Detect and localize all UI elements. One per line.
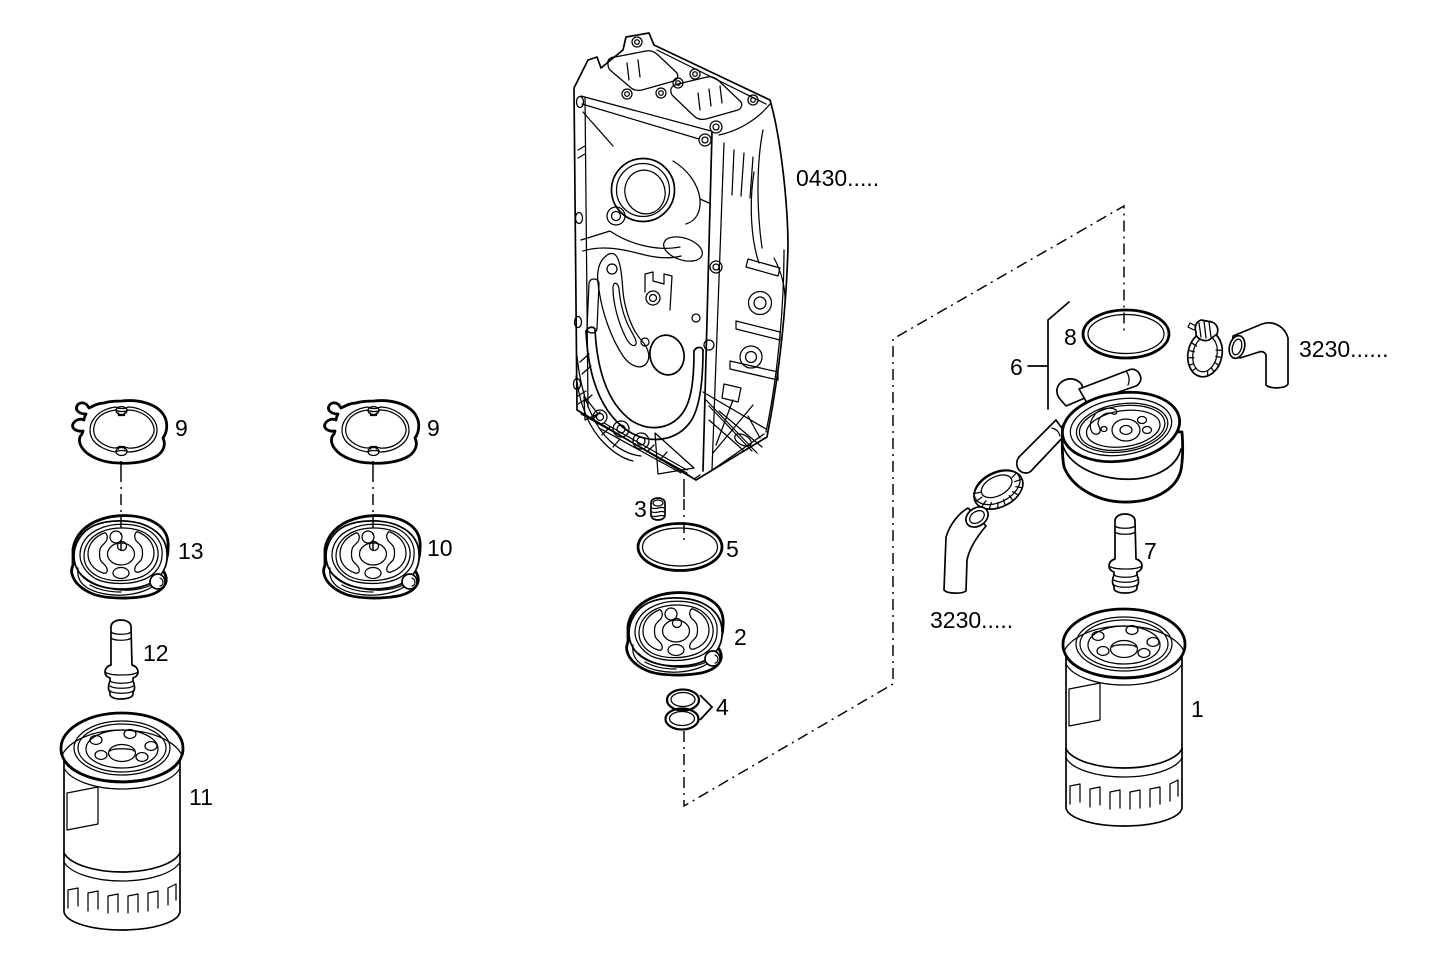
svg-text:10: 10 [427, 535, 453, 561]
svg-text:9: 9 [427, 415, 440, 441]
svg-text:12: 12 [143, 640, 169, 666]
svg-text:3: 3 [634, 496, 647, 522]
svg-text:2: 2 [734, 624, 747, 650]
svg-text:8: 8 [1064, 324, 1077, 350]
svg-text:5: 5 [726, 536, 739, 562]
svg-text:1: 1 [1191, 696, 1204, 722]
svg-text:3230......: 3230...... [1299, 336, 1389, 362]
svg-text:0430.....: 0430..... [796, 165, 879, 191]
svg-text:9: 9 [175, 415, 188, 441]
svg-text:7: 7 [1144, 538, 1157, 564]
svg-text:13: 13 [178, 538, 204, 564]
svg-text:11: 11 [189, 784, 213, 810]
svg-text:4: 4 [716, 694, 729, 720]
svg-text:6: 6 [1010, 354, 1023, 380]
svg-text:3230.....: 3230..... [930, 607, 1013, 633]
